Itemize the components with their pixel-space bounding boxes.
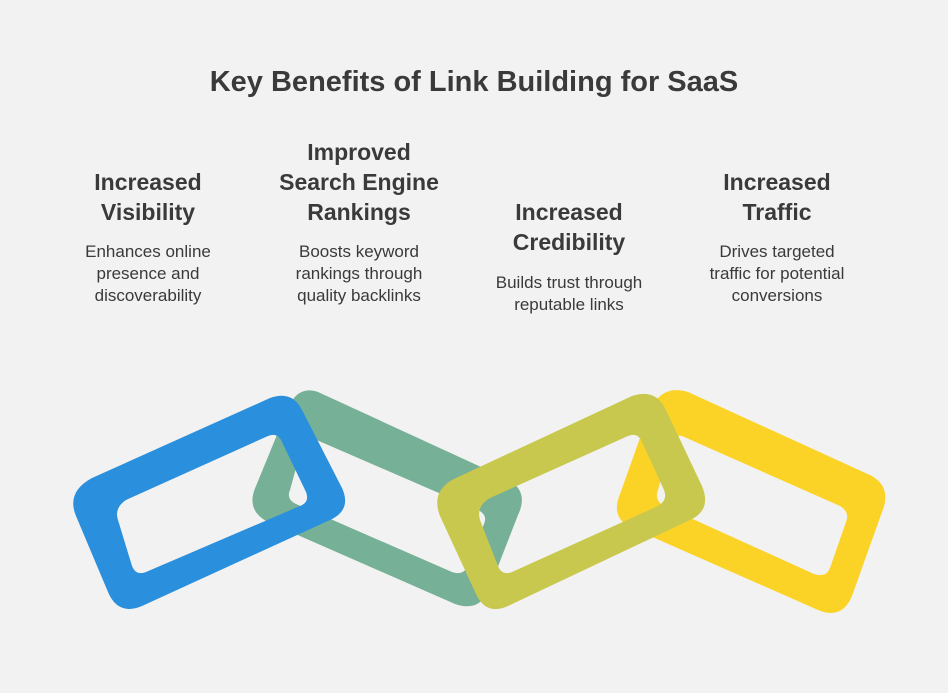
chain-link-credibility (437, 393, 706, 610)
benefit-heading: Increased Traffic (723, 169, 831, 225)
benefit-heading: Increased Visibility (94, 169, 202, 225)
diagram-title: Key Benefits of Link Building for SaaS (209, 66, 739, 98)
link-shape (616, 390, 886, 613)
benefit-description: Boosts keyword rankings through quality … (295, 242, 423, 305)
chain-link-visibility (73, 395, 346, 609)
benefit-increased-credibility: Increased Credibility Builds trust throu… (469, 197, 669, 316)
chain-link-traffic (616, 390, 886, 613)
benefit-description: Builds trust through reputable links (495, 273, 643, 314)
link-shape (73, 395, 346, 609)
benefit-description: Drives targeted traffic for potential co… (709, 242, 845, 305)
benefit-heading: Increased Credibility (512, 199, 626, 255)
benefit-increased-visibility: Increased Visibility Enhances online pre… (48, 167, 248, 307)
link-shape (437, 393, 706, 610)
benefit-description: Enhances online presence and discoverabi… (85, 242, 211, 305)
benefit-improved-rankings: Improved Search Engine Rankings Boosts k… (259, 137, 459, 307)
benefit-heading: Improved Search Engine Rankings (279, 139, 439, 225)
benefit-increased-traffic: Increased Traffic Drives targeted traffi… (677, 167, 877, 307)
